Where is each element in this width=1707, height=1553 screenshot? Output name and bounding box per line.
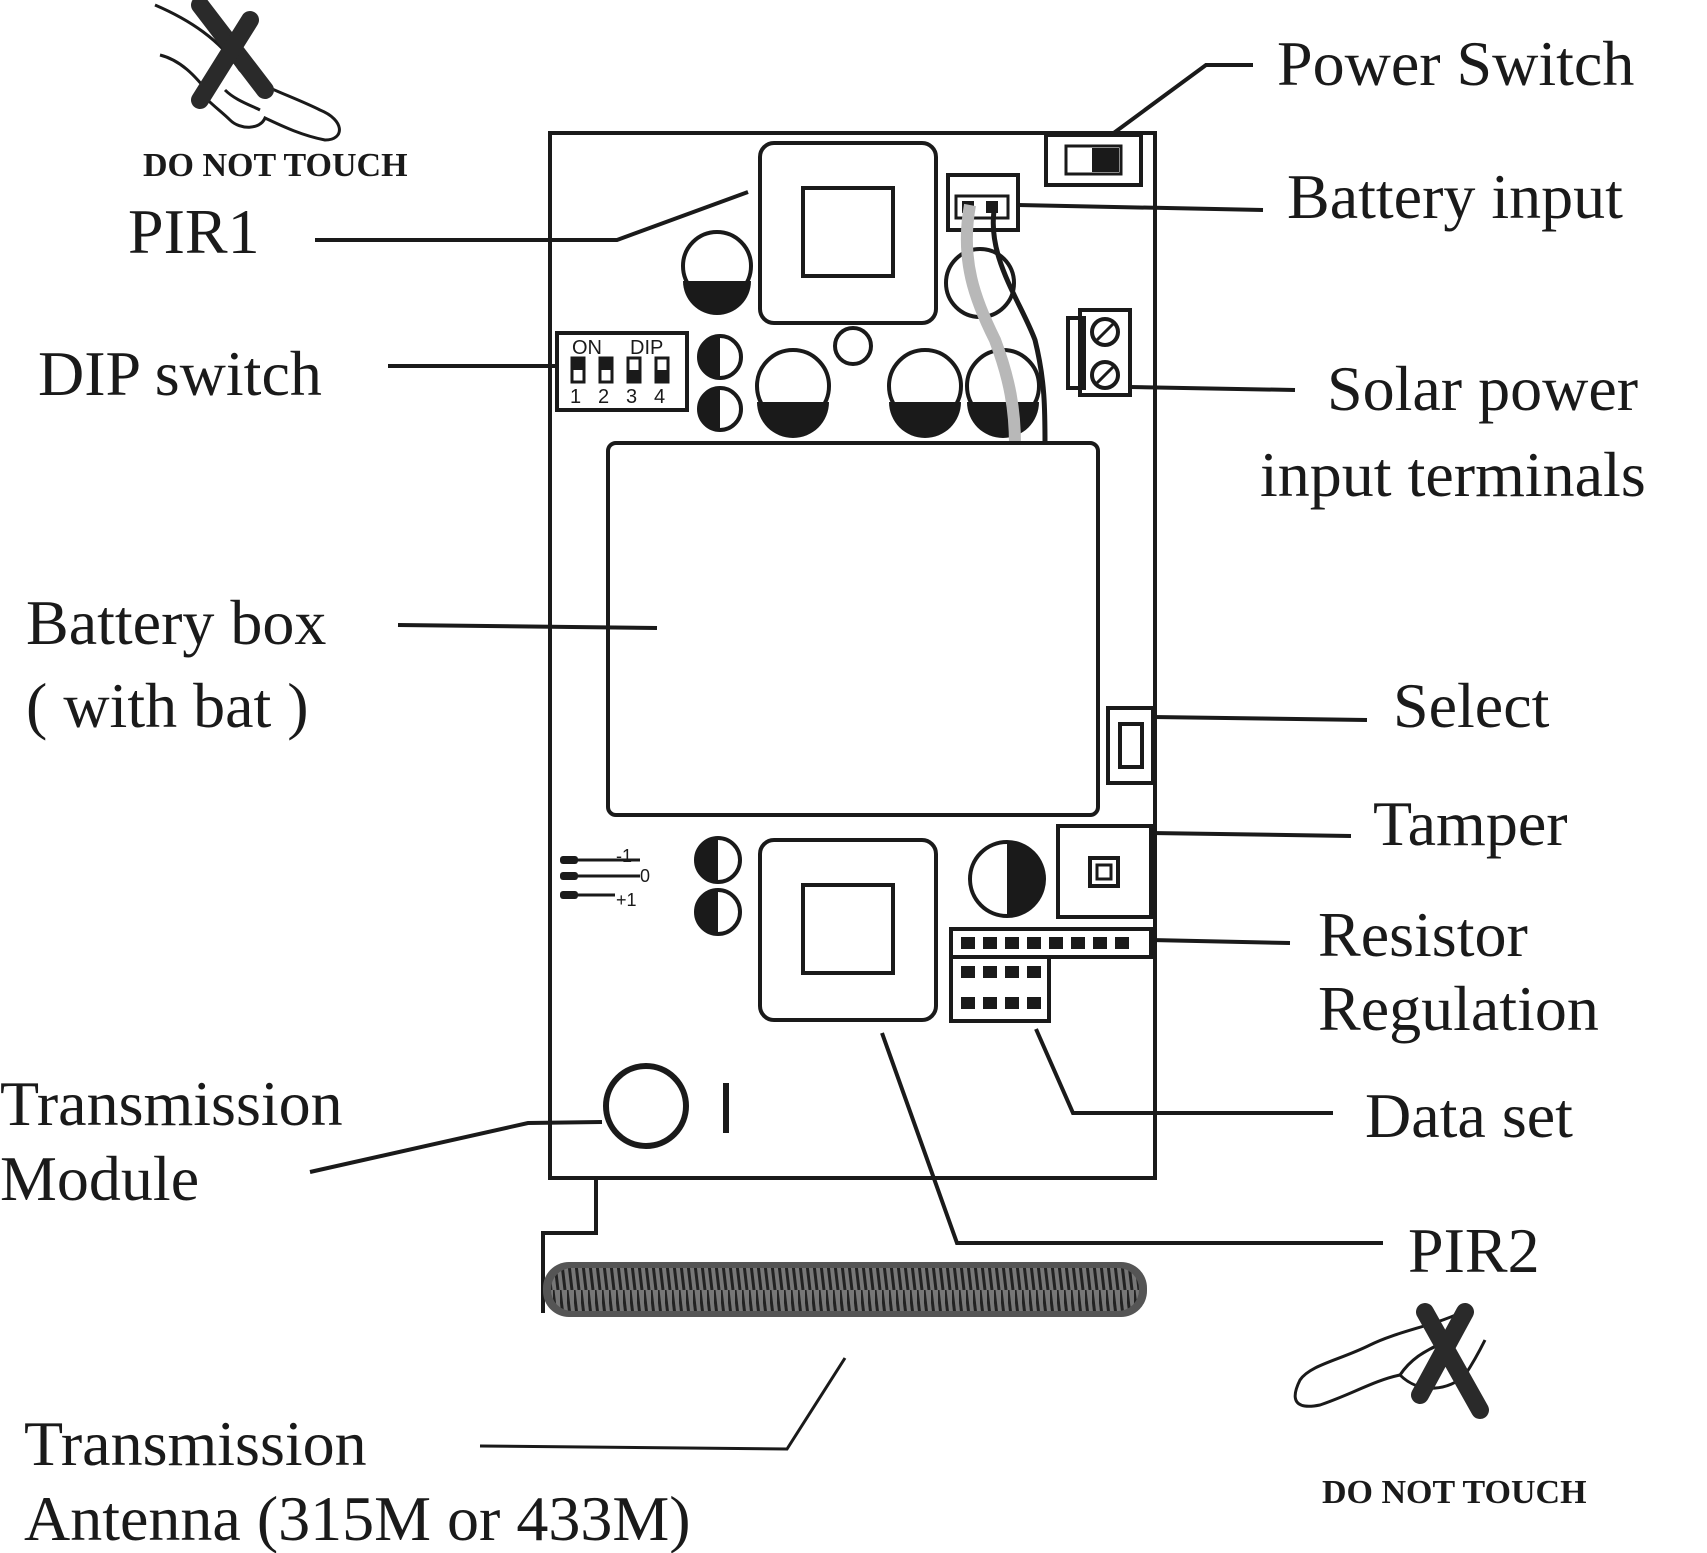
- jumper-label-minus1: -1: [616, 846, 632, 866]
- jumper-pins: -1 0 +1: [560, 846, 650, 910]
- solar-input-terminals: [1066, 308, 1132, 397]
- jumper-label-plus1: +1: [616, 890, 637, 910]
- dip-num-3: 3: [626, 386, 637, 408]
- jumper-label-0: 0: [640, 866, 650, 886]
- do-not-touch-label-bottom: DO NOT TOUCH: [1322, 1474, 1587, 1511]
- dip-num-4: 4: [654, 386, 665, 408]
- pir2-sensor: [758, 838, 938, 1022]
- do-not-touch-hand-icon-top: [154, 0, 341, 142]
- label-data-set: Data set: [1365, 1080, 1573, 1151]
- label-tamper: Tamper: [1373, 788, 1568, 859]
- label-antenna-line1: Transmission: [24, 1408, 367, 1479]
- label-resistor-line2: Regulation: [1318, 973, 1599, 1044]
- dip-on-label: ON: [572, 337, 602, 359]
- dip-num-1: 1: [570, 386, 581, 408]
- data-set-header[interactable]: [949, 955, 1051, 1023]
- tamper-switch[interactable]: [1056, 824, 1153, 919]
- label-antenna-line2: Antenna (315M or 433M): [24, 1483, 691, 1553]
- leader-lines: [309, 63, 1383, 1451]
- antenna-lead: [541, 1178, 598, 1313]
- label-power-switch: Power Switch: [1277, 28, 1634, 99]
- battery-input-connector: [946, 173, 1020, 232]
- label-transmission-module-line1: Transmission: [0, 1068, 343, 1139]
- label-dip-switch: DIP switch: [38, 338, 322, 409]
- label-transmission-module-line2: Module: [0, 1143, 199, 1214]
- select-button[interactable]: [1106, 706, 1155, 785]
- circuit-board: [548, 131, 1157, 1180]
- do-not-touch-hand-icon-bottom: [1293, 1303, 1489, 1419]
- label-pir1: PIR1: [128, 196, 260, 267]
- label-solar-line1: Solar power: [1327, 353, 1638, 424]
- label-solar-line2: input terminals: [1260, 439, 1646, 510]
- label-battery-box-line1: Battery box: [26, 587, 326, 658]
- resistor-regulation-header[interactable]: [949, 927, 1153, 959]
- capacitors: [681, 230, 1046, 936]
- transmission-module: [603, 1063, 729, 1149]
- label-pir2: PIR2: [1408, 1215, 1540, 1286]
- battery-box: [606, 441, 1100, 817]
- battery-wires: [960, 203, 1048, 446]
- dip-switch[interactable]: ON DIP 1 2 3 4: [555, 331, 689, 412]
- dip-dip-label: DIP: [630, 337, 663, 359]
- label-battery-box-line2: ( with bat ): [26, 670, 309, 741]
- power-switch[interactable]: [1044, 133, 1143, 187]
- antenna-coil: [543, 1262, 1147, 1317]
- dip-num-2: 2: [598, 386, 609, 408]
- pir1-sensor: [758, 141, 938, 325]
- label-select: Select: [1393, 670, 1550, 741]
- label-resistor-line1: Resistor: [1318, 899, 1528, 970]
- do-not-touch-label-top: DO NOT TOUCH: [143, 147, 408, 184]
- label-battery-input: Battery input: [1287, 161, 1623, 232]
